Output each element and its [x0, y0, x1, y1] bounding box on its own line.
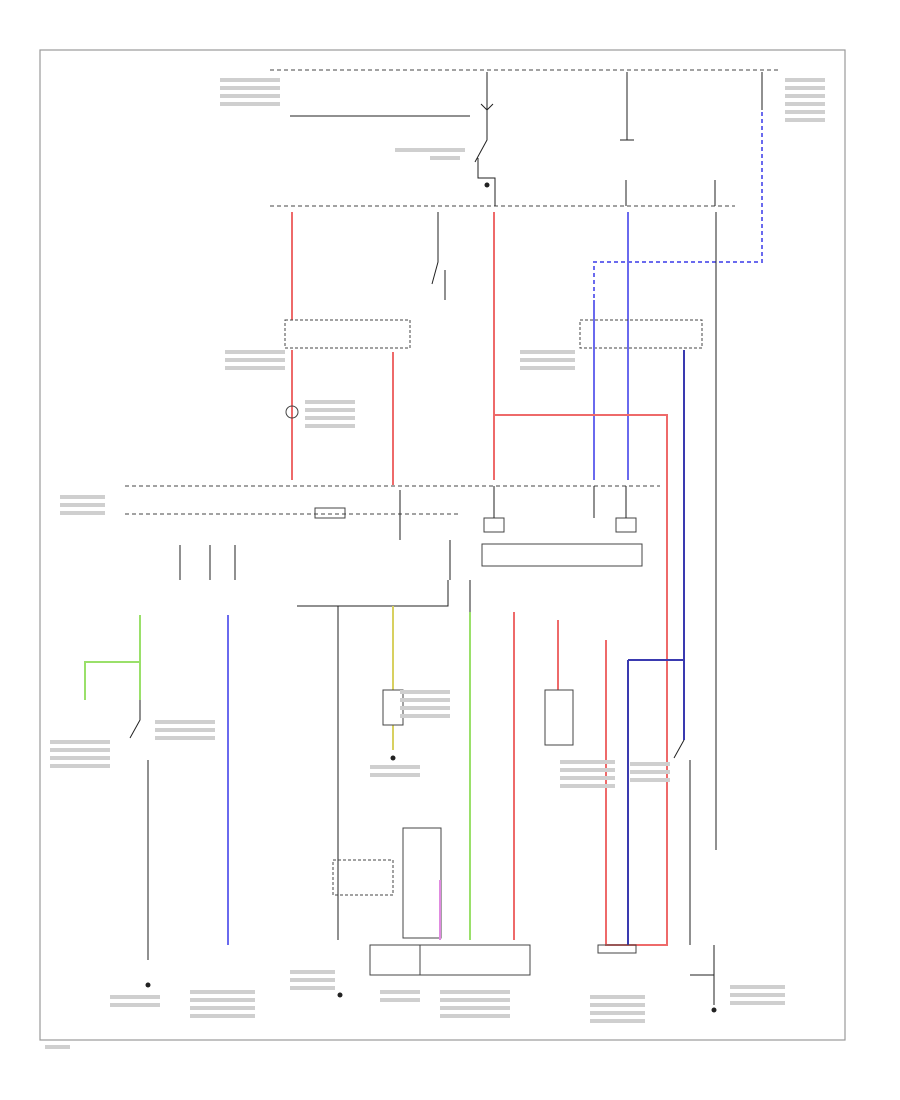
ground-center [337, 992, 343, 998]
module-bus-lower [297, 580, 449, 607]
diagram-frame [39, 49, 846, 1041]
pressure-sensor [544, 689, 574, 746]
connector-bottom-left [332, 859, 394, 896]
connector-right-block [579, 319, 703, 349]
ground-yellow [390, 755, 396, 761]
wire-green [84, 615, 141, 700]
wire-left-black [129, 700, 149, 960]
connector-left-block [284, 319, 411, 349]
wire-navy-bottom [627, 659, 684, 945]
fuse-top-left [290, 72, 496, 206]
wire-red-loop [494, 414, 668, 946]
bracket-component [402, 827, 442, 939]
switch-right [673, 739, 691, 945]
ground-right [711, 1007, 717, 1013]
module-switch-left [179, 545, 236, 580]
relay-coil-right [615, 517, 637, 533]
ground-left [145, 982, 151, 988]
relay-coil-left [483, 517, 505, 533]
sensor-element [314, 507, 346, 519]
ground-right-lead [690, 945, 715, 1005]
fuse-top-right [593, 72, 763, 300]
module-inner-wire-a [493, 486, 627, 518]
fuse-top-middle [620, 72, 634, 141]
module-bottom-center [419, 944, 531, 976]
module-switch-center [399, 490, 471, 612]
module-center-box [481, 543, 643, 567]
module-bottom-left [369, 944, 421, 976]
indicator-lamp [285, 405, 299, 419]
wire-switch-left [431, 212, 446, 300]
label-placeholders [45, 78, 825, 1049]
module-bottom-right [597, 944, 637, 954]
